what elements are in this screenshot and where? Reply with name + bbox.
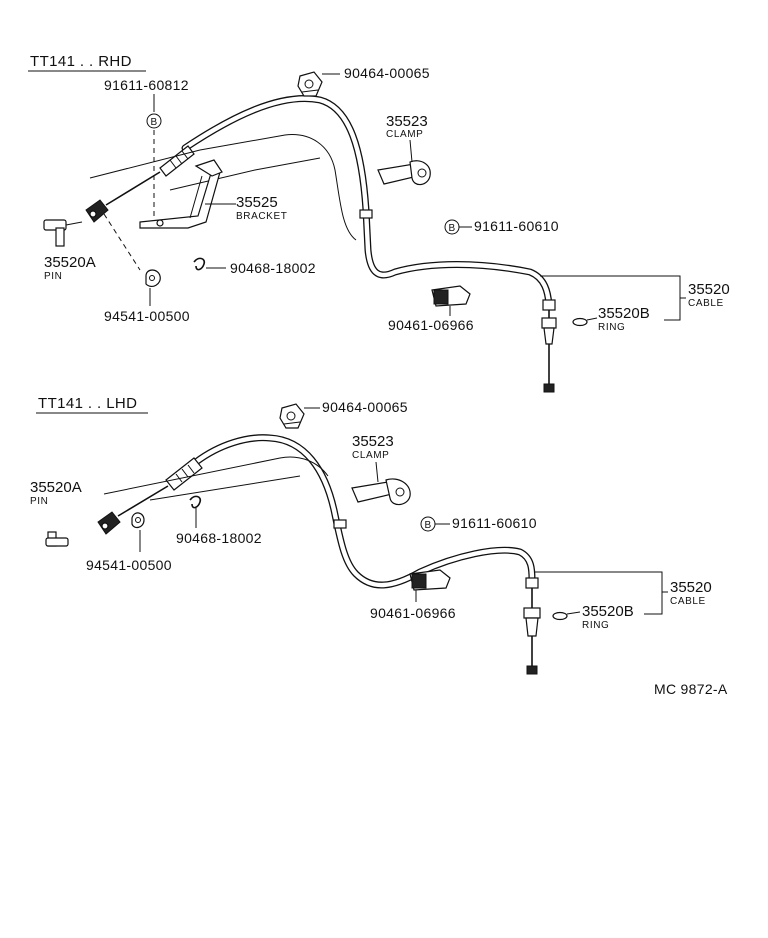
lhd-leader-35523 xyxy=(375,461,379,483)
rhd-clip-90464 xyxy=(297,71,323,97)
rhd-bolt-b-mark: B xyxy=(151,117,158,128)
lhd-section: TT141 . . LHD xyxy=(30,395,712,675)
rhd-pin-35520A xyxy=(43,219,83,247)
rhd-cable-boot xyxy=(159,145,195,177)
lhd-cable-end xyxy=(523,577,541,675)
lhd-label-35523: 35523 xyxy=(352,433,394,450)
rhd-bolt-b-circle xyxy=(146,113,162,129)
rhd-label-35525-bracket: BRACKET xyxy=(236,211,287,222)
lhd-cable-end-fitting xyxy=(97,511,121,535)
lhd-washer-94541 xyxy=(131,512,145,529)
rhd-label-35520B-ring: RING xyxy=(598,322,625,333)
rhd-cable-end-fitting xyxy=(85,199,109,223)
lhd-label-90461-06966: 90461-06966 xyxy=(370,605,456,621)
rhd-clip-90461 xyxy=(431,285,471,307)
rhd-label-35523: 35523 xyxy=(386,113,428,130)
lhd-clamp-35523 xyxy=(351,478,411,506)
rhd-label-90461-06966: 90461-06966 xyxy=(388,317,474,333)
rhd-label-35520-cable: CABLE xyxy=(688,298,724,309)
rhd-washer-94541 xyxy=(145,269,161,288)
rhd-ring-35520B xyxy=(572,317,588,327)
lhd-title: TT141 . . LHD xyxy=(38,395,137,412)
rhd-label-35520A: 35520A xyxy=(44,254,96,271)
rhd-leader-35523 xyxy=(409,139,413,163)
lhd-cable-grommet xyxy=(333,519,347,529)
lhd-leader-35520 xyxy=(534,571,663,615)
lhd-label-35520B: 35520B xyxy=(582,603,634,620)
rhd-cable-end xyxy=(541,299,557,393)
lhd-label-35520: 35520 xyxy=(670,579,712,596)
lhd-cable-inner xyxy=(193,435,535,588)
lhd-ring-35520B xyxy=(552,611,568,621)
lhd-body-outline xyxy=(103,456,329,495)
figure-code: MC 9872-A xyxy=(654,681,728,697)
rhd-label-91611-60610: 91611-60610 xyxy=(474,218,559,234)
lhd-label-94541-00500: 94541-00500 xyxy=(86,557,172,573)
rhd-clip-90468 xyxy=(193,257,206,271)
lhd-clip-90468 xyxy=(189,495,202,509)
lhd-clip-90464 xyxy=(279,403,305,429)
lhd-bolt-b-mark: B xyxy=(425,520,432,531)
lhd-label-35520A-pin: PIN xyxy=(30,496,48,507)
lhd-pin-35520A xyxy=(45,531,69,547)
rhd-clamp-35523 xyxy=(377,160,431,186)
rhd-label-35520A-pin: PIN xyxy=(44,271,62,282)
rhd-label-35525: 35525 xyxy=(236,194,278,211)
rhd-label-91611-60812: 91611-60812 xyxy=(104,77,189,93)
rhd-label-94541-00500: 94541-00500 xyxy=(104,308,190,324)
lhd-cable-rod xyxy=(117,485,169,517)
rhd-body-outline xyxy=(89,134,357,241)
lhd-leader-35520B xyxy=(566,611,581,615)
rhd-title: TT141 . . RHD xyxy=(30,53,132,70)
rhd-cable-rod xyxy=(105,171,161,206)
rhd-cable-inner xyxy=(182,96,552,308)
lhd-label-35520A: 35520A xyxy=(30,479,82,496)
rhd-section: TT141 . . RHD B xyxy=(28,53,730,393)
lhd-label-35523-clamp: CLAMP xyxy=(352,450,389,461)
lhd-label-90468-18002: 90468-18002 xyxy=(176,530,262,546)
rhd-label-90468-18002: 90468-18002 xyxy=(230,260,316,276)
rhd-pin-dash xyxy=(103,213,141,271)
rhd-leader-35520B xyxy=(586,317,598,321)
lhd-label-90464-00065: 90464-00065 xyxy=(322,399,408,415)
lhd-label-91611-60610: 91611-60610 xyxy=(452,515,537,531)
lhd-label-35520B-ring: RING xyxy=(582,620,609,631)
rhd-bolt-b2-mark: B xyxy=(449,223,456,234)
rhd-label-35520B: 35520B xyxy=(598,305,650,322)
lhd-clip-90461 xyxy=(409,569,451,591)
lhd-label-35520-cable: CABLE xyxy=(670,596,706,607)
rhd-bracket-35525 xyxy=(139,159,223,229)
rhd-label-35523-clamp: CLAMP xyxy=(386,129,423,140)
rhd-label-90464-00065: 90464-00065 xyxy=(344,65,430,81)
lhd-cable-boot xyxy=(165,457,203,491)
rhd-cable-grommet xyxy=(359,209,373,219)
rhd-label-35520: 35520 xyxy=(688,281,730,298)
